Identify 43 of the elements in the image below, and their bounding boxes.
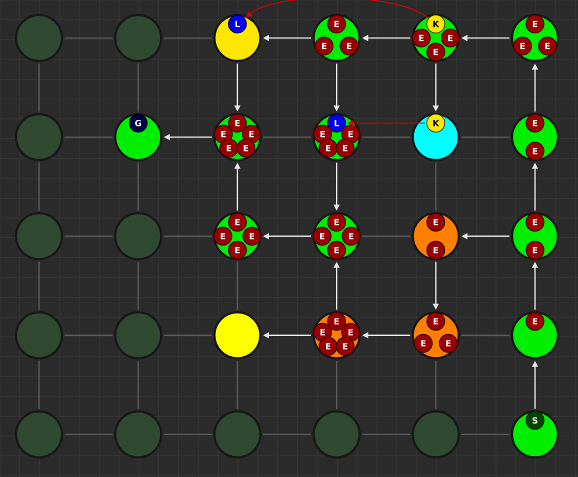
connector-line [362,236,410,237]
connector-line [461,334,510,336]
circle-node [114,410,162,458]
connector-line [38,262,40,310]
connector-line [64,334,113,336]
connector-line [138,262,139,310]
connector-line [263,434,311,436]
connector-line [38,360,40,409]
connector-line [64,37,113,39]
connector-line [164,334,212,336]
circle-node [14,14,64,62]
connector-line [138,360,139,409]
circle-node [412,410,460,458]
connector-line [64,136,113,138]
connector-line [64,236,113,237]
connector-line [336,360,338,409]
circle-node [14,410,64,458]
circle-node [114,311,162,360]
circle-node [114,14,162,62]
connector-line [38,162,40,211]
connector-line [64,434,113,436]
circle-node [312,410,361,458]
connector-line [362,434,410,436]
connector-line [38,64,40,112]
connector-line [263,136,311,138]
circle-node [213,410,262,458]
connector-line [164,236,212,237]
connector-line [164,37,212,39]
connector-line [164,434,212,436]
connector-line [362,136,410,138]
circle-node [213,311,262,360]
connector-line [138,162,139,211]
connector-line [236,360,238,409]
circle-node [114,212,162,260]
connector-line [435,162,436,211]
circle-node [14,212,64,260]
connector-line [138,64,139,112]
connector-line [461,434,510,436]
connector-line [435,360,436,409]
connector-line [236,262,238,310]
circle-node [14,113,64,162]
circle-node [14,311,64,360]
connector-line [461,136,510,138]
